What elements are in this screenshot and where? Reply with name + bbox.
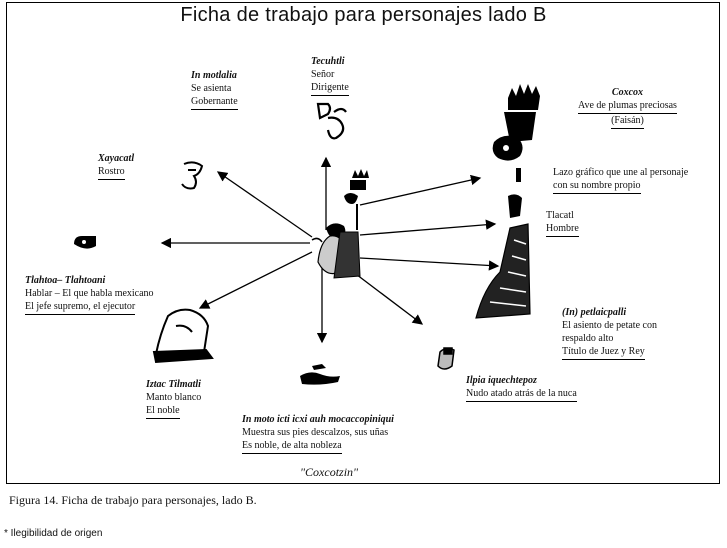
label-in-motlalia: In motlalia Se asienta Gobernante (191, 69, 238, 110)
central-figure (311, 169, 369, 279)
in-moto-glyph (300, 364, 340, 385)
footnote: * Ilegibilidad de origen (4, 528, 103, 539)
arrow-iztac (198, 251, 313, 309)
arrow-xayacatl (216, 171, 313, 238)
label-in-moto: In moto icti icxi auh mocaccopiniqui Mue… (242, 413, 394, 454)
label-ilpia: Ilpia iquechtepoz Nudo atado atrás de la… (466, 374, 577, 402)
iztac-tilmatli-glyph (152, 308, 214, 364)
label-petlaicpalli: (In) petlaicpalli El asiento de petate c… (562, 306, 657, 360)
arrows (160, 156, 500, 344)
arrow-tlacatl (359, 219, 497, 236)
label-xayacatl: Xayacatl Rostro (98, 152, 134, 180)
label-tecuhtli: Tecuhtli Señor Dirigente (311, 55, 349, 96)
lazo-glyph (516, 168, 521, 182)
figure-title: Ficha de trabajo para personajes lado B (180, 4, 547, 26)
label-tlahtoa: Tlahtoa– Tlahtoani Hablar – El que habla… (25, 274, 154, 315)
ilpia-glyph (437, 347, 455, 370)
tlahtoa-glyph (74, 236, 96, 249)
character-name: "Coxcotzin" (300, 465, 359, 479)
arrow-coxcox (359, 174, 482, 206)
label-lazo: Lazo gráfico que une al personaje con su… (553, 166, 688, 194)
coxcox-glyph (492, 84, 540, 161)
arrow-petlaicpalli (359, 257, 500, 271)
label-coxcox: Coxcox Ave de plumas preciosas (Faisán) (578, 86, 677, 129)
label-tlacatl: Tlacatl Hombre (546, 209, 579, 237)
tlacatl-glyph (508, 194, 522, 218)
tecuhtli-glyph (316, 102, 347, 140)
label-iztac-tilmatli: Iztac Tilmatli Manto blanco El noble (146, 378, 201, 419)
figure-frame (6, 2, 720, 484)
figure-caption: Figura 14. Ficha de trabajo para persona… (9, 493, 257, 507)
petlaicpalli-glyph (475, 223, 531, 319)
xayacatl-glyph (181, 161, 204, 190)
